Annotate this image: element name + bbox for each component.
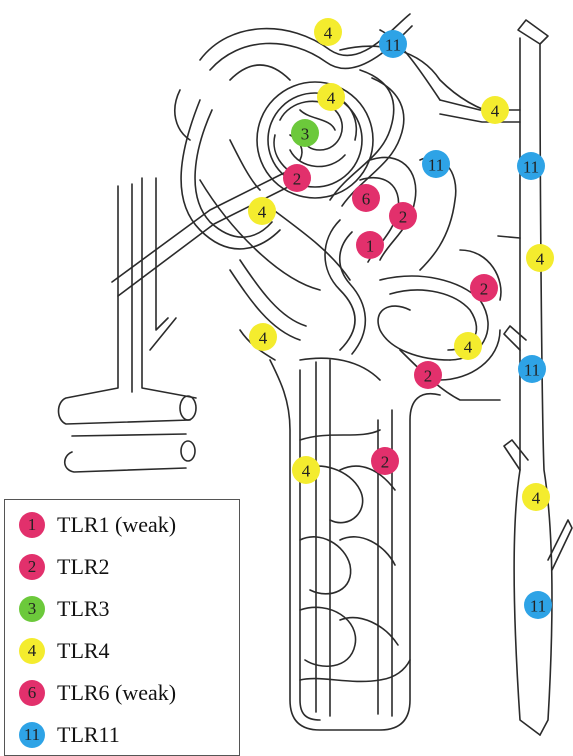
legend-item: 11 TLR11 [19, 720, 120, 750]
tlr-marker: 11 [517, 152, 545, 180]
legend-item: 2 TLR2 [19, 552, 110, 582]
tlr-marker-label: 11 [523, 158, 539, 177]
tlr-marker-label: 11 [385, 36, 401, 55]
tlr-marker-label: 4 [532, 489, 541, 508]
tlr-marker: 4 [248, 197, 276, 225]
legend-swatch: 1 [19, 512, 45, 538]
tlr-marker: 3 [291, 119, 319, 147]
tlr-marker: 4 [249, 323, 277, 351]
tlr-marker-label: 4 [464, 338, 473, 357]
tlr-marker: 2 [414, 361, 442, 389]
tlr-marker-label: 1 [366, 237, 375, 256]
legend-item: 4 TLR4 [19, 636, 110, 666]
legend-label: TLR6 (weak) [57, 680, 176, 706]
legend-swatch: 6 [19, 680, 45, 706]
tlr-marker-label: 11 [428, 156, 444, 175]
tlr-marker-label: 4 [258, 203, 267, 222]
tlr-marker: 2 [470, 274, 498, 302]
tlr-marker: 4 [522, 483, 550, 511]
legend-item: 3 TLR3 [19, 594, 110, 624]
tlr-marker-label: 2 [480, 280, 489, 299]
legend-swatch: 2 [19, 554, 45, 580]
tlr-marker-label: 4 [259, 329, 268, 348]
tlr-marker: 6 [352, 184, 380, 212]
peritubular-capillaries [175, 14, 500, 340]
tlr-marker: 4 [526, 244, 554, 272]
legend-swatch: 11 [19, 722, 45, 748]
legend-item: 6 TLR6 (weak) [19, 678, 176, 708]
tlr-marker-label: 2 [293, 170, 302, 189]
tlr-marker: 11 [518, 355, 546, 383]
legend-item: 1 TLR1 (weak) [19, 510, 176, 540]
tlr-marker-label: 4 [536, 250, 545, 269]
legend-label: TLR3 [57, 596, 110, 622]
tlr-marker-label: 3 [301, 125, 310, 144]
legend-label: TLR1 (weak) [57, 512, 176, 538]
tlr-marker-label: 11 [530, 597, 546, 616]
tlr-marker-label: 2 [399, 208, 408, 227]
tlr-marker: 4 [314, 18, 342, 46]
legend-label: TLR11 [57, 722, 120, 748]
tlr-marker: 11 [422, 150, 450, 178]
legend-label: TLR4 [57, 638, 110, 664]
legend: 1 TLR1 (weak) 2 TLR2 3 TLR3 4 TLR4 6 TLR… [4, 499, 240, 756]
tlr-marker: 4 [481, 96, 509, 124]
tlr-marker-label: 2 [424, 367, 433, 386]
tlr-marker-label: 11 [524, 361, 540, 380]
tlr-marker-label: 6 [362, 190, 371, 209]
tlr-marker-label: 4 [327, 89, 336, 108]
tlr-marker: 1 [356, 231, 384, 259]
tlr-marker-label: 4 [491, 102, 500, 121]
tlr-marker: 4 [454, 332, 482, 360]
tlr-marker: 11 [379, 30, 407, 58]
tlr-marker: 4 [317, 83, 345, 111]
legend-swatch: 4 [19, 638, 45, 664]
tlr-marker: 2 [371, 447, 399, 475]
legend-swatch: 3 [19, 596, 45, 622]
tlr-marker-label: 4 [324, 24, 333, 43]
loop-of-henle [240, 330, 440, 730]
tlr-marker: 4 [292, 456, 320, 484]
tlr-marker-label: 4 [302, 462, 311, 481]
tlr-marker: 2 [389, 202, 417, 230]
tlr-marker: 2 [283, 164, 311, 192]
tlr-marker-label: 2 [381, 453, 390, 472]
tlr-marker: 11 [524, 591, 552, 619]
legend-label: TLR2 [57, 554, 110, 580]
